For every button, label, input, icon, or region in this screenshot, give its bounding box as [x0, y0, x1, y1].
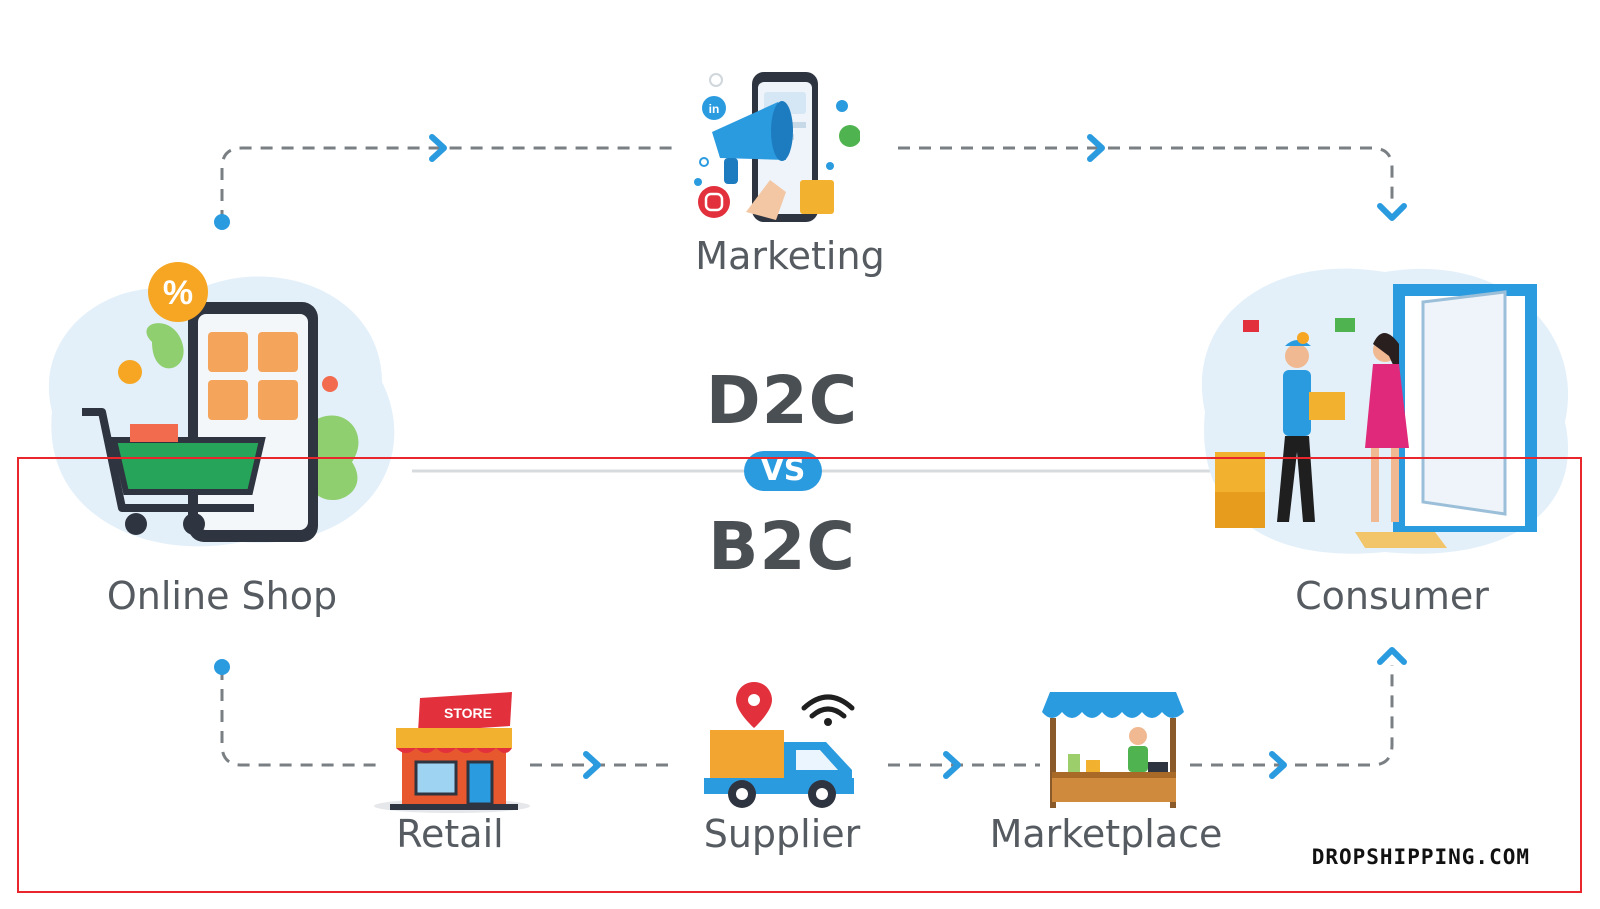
supplier-truck-illustration: [704, 682, 855, 808]
marketing-megaphone-phone-illustration: in: [694, 72, 860, 222]
store-sign-text: STORE: [444, 705, 492, 721]
chevron-right-icon: [1087, 134, 1105, 162]
watermark-text: DROPSHIPPING.COM: [1311, 845, 1530, 869]
b2c-path-shop-to-retail: [220, 668, 380, 767]
svg-text:%: %: [163, 274, 193, 312]
d2c-path-shop-to-marketing: [220, 146, 676, 222]
marketplace-stall-illustration: [1042, 692, 1184, 808]
chevron-right-icon: [943, 751, 961, 779]
chevron-right-icon: [429, 134, 447, 162]
b2c-start-dot: [214, 659, 230, 675]
highlight-box: [17, 457, 1582, 893]
chevron-up-icon: [1377, 647, 1407, 665]
node-label-marketplace: Marketplace: [989, 812, 1223, 856]
retail-store-illustration: STORE: [374, 692, 530, 813]
wifi-icon: [801, 694, 855, 719]
svg-text:in: in: [709, 102, 720, 116]
title-b2c: B2C: [708, 508, 856, 585]
chevron-right-icon: [1269, 751, 1287, 779]
node-label-online-shop: Online Shop: [106, 574, 338, 618]
b2c-path-marketplace-to-consumer: [1190, 665, 1394, 767]
d2c-path-marketing-to-consumer: [898, 146, 1394, 206]
d2c-start-dot: [214, 214, 230, 230]
online-shop-illustration: %: [48, 262, 395, 547]
title-d2c: D2C: [705, 362, 859, 439]
chevron-right-icon: [583, 751, 601, 779]
node-label-consumer: Consumer: [1295, 574, 1489, 618]
node-label-marketing: Marketing: [695, 234, 885, 278]
consumer-delivery-illustration: [1201, 268, 1569, 554]
node-label-retail: Retail: [396, 812, 504, 856]
chevron-down-icon: [1377, 203, 1407, 221]
node-label-supplier: Supplier: [703, 812, 861, 856]
